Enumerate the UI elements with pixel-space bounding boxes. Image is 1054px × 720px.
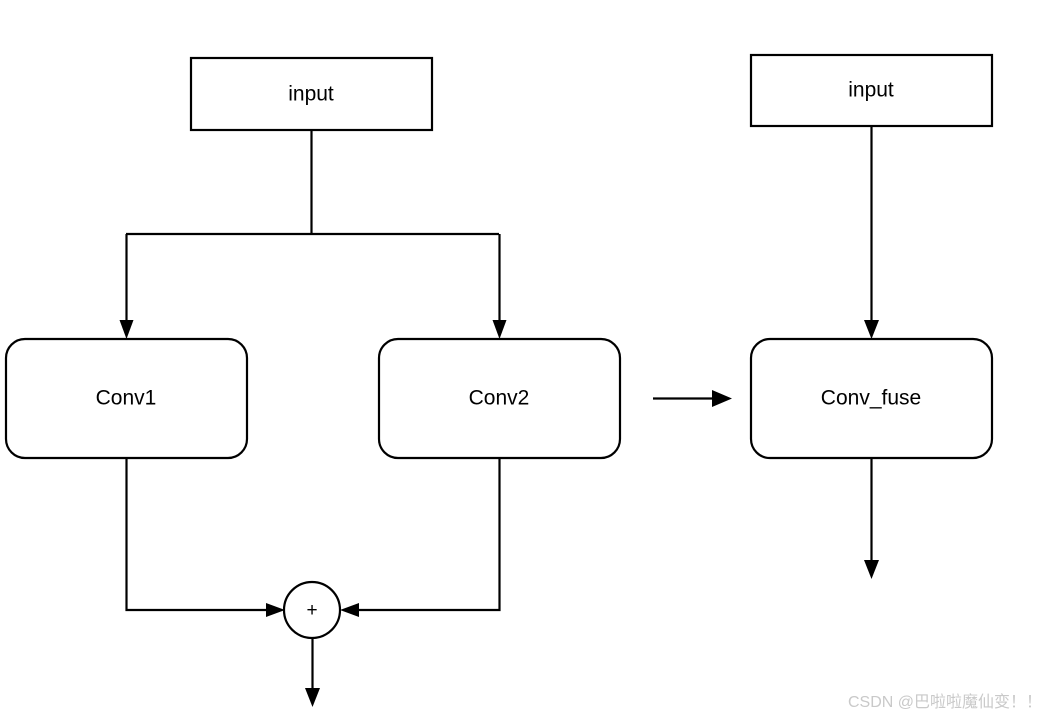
- arrow-head-icon-sum-right: [340, 603, 359, 617]
- node-input-right-label: input: [848, 79, 894, 102]
- arrow-head-icon-transform: [712, 390, 732, 407]
- edge-input-to-conv1: [119, 234, 134, 339]
- edge-transform: [653, 390, 732, 407]
- node-conv1[interactable]: Conv1: [4, 337, 249, 460]
- arrow-head-icon-sum-output: [305, 688, 320, 707]
- node-input-right[interactable]: input: [749, 53, 994, 128]
- node-input-left-label: input: [288, 83, 334, 106]
- edge-conv2-to-sum-line: [356, 458, 501, 612]
- edge-convfuse-output: [864, 458, 879, 579]
- arrow-head-icon-conv2: [492, 320, 507, 339]
- node-conv1-label: Conv1: [96, 387, 157, 410]
- node-conv2[interactable]: Conv2: [377, 337, 622, 460]
- arrow-head-icon-conv1: [119, 320, 134, 339]
- edge-sum-output: [305, 638, 320, 707]
- node-sum[interactable]: +: [282, 580, 342, 640]
- arrow-head-icon-convfuse-output: [864, 560, 879, 579]
- node-sum-label: +: [306, 600, 317, 621]
- arrow-head-icon-convfuse: [864, 320, 879, 339]
- node-input-left-shape: [189, 56, 434, 132]
- edge-input-to-convfuse: [864, 126, 879, 339]
- arrow-head-icon-sum-left: [266, 603, 285, 617]
- node-input-right-shape: [749, 53, 994, 128]
- node-conv-fuse-label: Conv_fuse: [821, 387, 921, 410]
- edge-input-split: [126, 130, 499, 236]
- node-conv-fuse[interactable]: Conv_fuse: [749, 337, 994, 460]
- node-input-left[interactable]: input: [189, 56, 434, 132]
- edge-conv2-to-sum: [340, 458, 501, 617]
- edge-input-to-conv2: [492, 234, 507, 339]
- watermark-text: CSDN @巴啦啦魔仙变！！: [847, 694, 1042, 711]
- edge-conv1-to-sum: [125, 458, 285, 617]
- node-conv2-label: Conv2: [469, 387, 530, 410]
- edge-conv1-to-sum-line: [125, 458, 269, 612]
